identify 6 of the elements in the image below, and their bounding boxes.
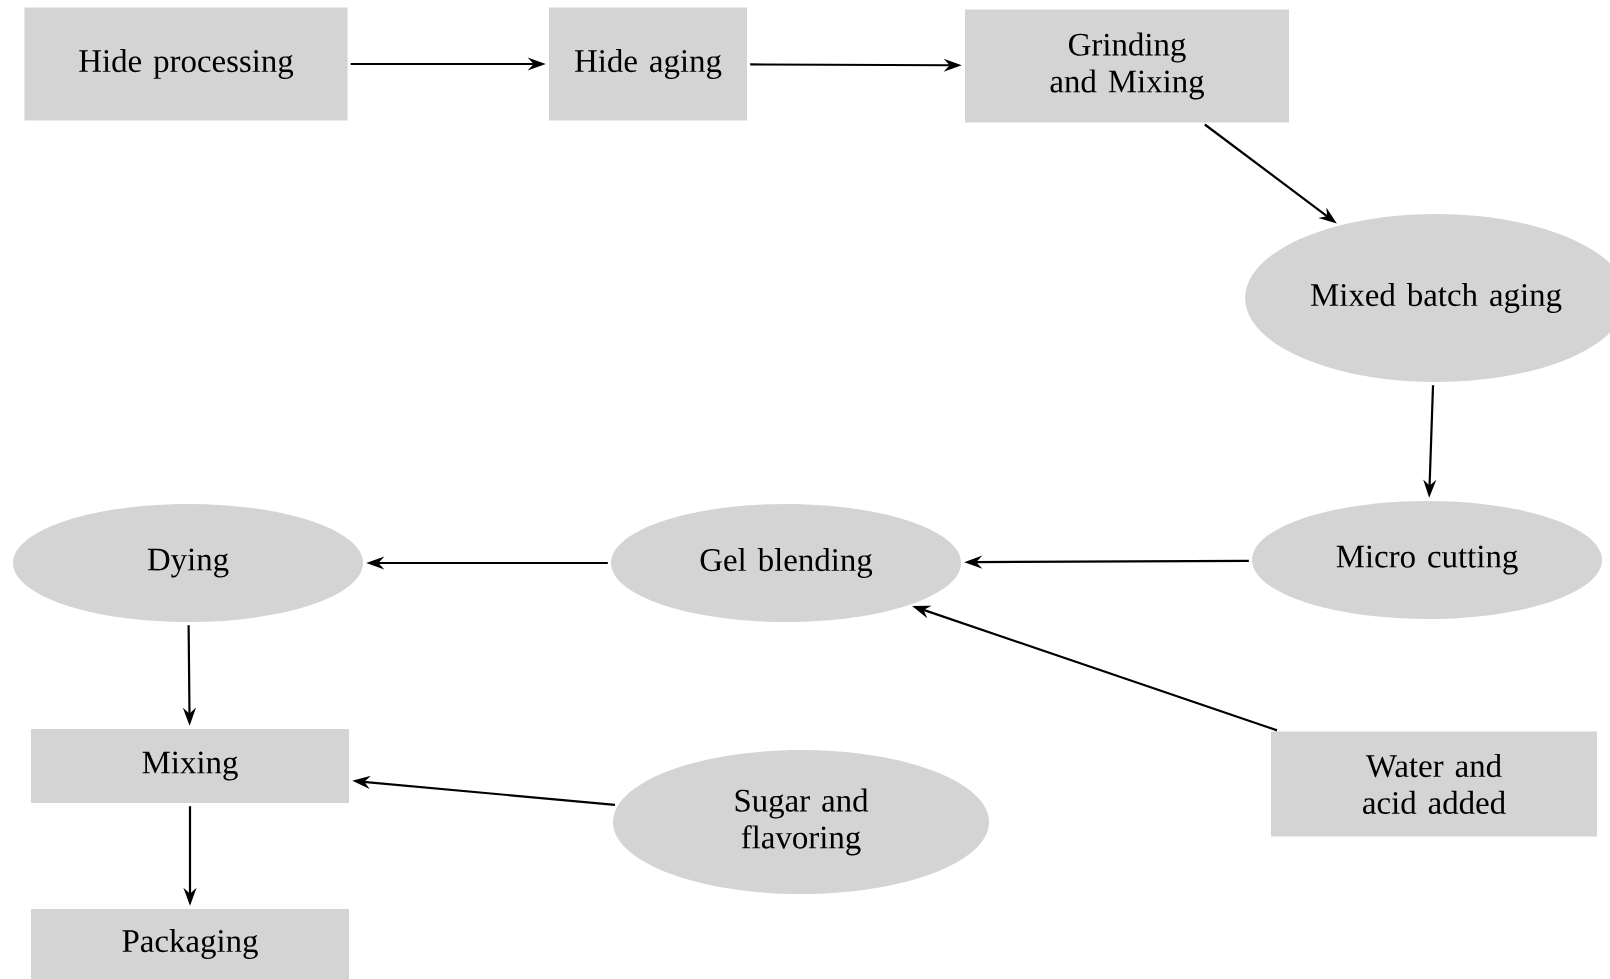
process-box: Grinding and Mixing xyxy=(965,9,1289,123)
process-box: Water and acid added xyxy=(1271,731,1597,837)
process-box: Hide aging xyxy=(549,7,747,121)
process-box: Mixing xyxy=(31,729,349,803)
process-box: Hide processing xyxy=(24,7,348,121)
process-box: Packaging xyxy=(31,909,349,979)
